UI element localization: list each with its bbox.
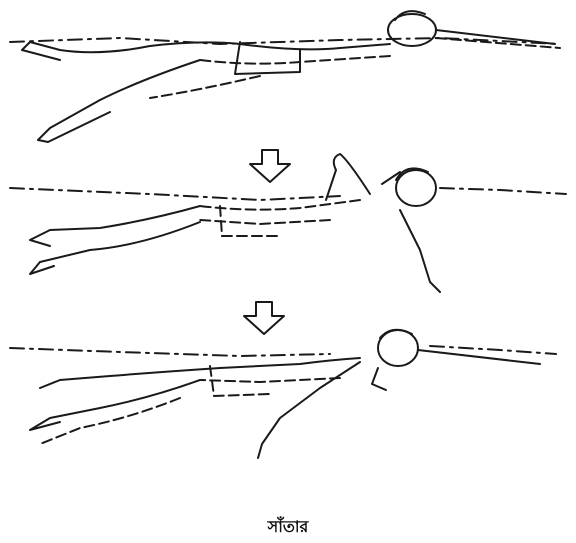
- waterline-1: [10, 38, 560, 44]
- swimmer-panel-2: [0, 150, 576, 310]
- swimmer-panel-3: [0, 318, 576, 478]
- waterline-3a: [10, 348, 330, 356]
- swimmer-head-2: [396, 170, 436, 206]
- waterline-2b: [440, 188, 566, 194]
- waterline-2a: [10, 188, 340, 200]
- figure-caption: সাঁতার: [0, 514, 576, 541]
- swimmer-panel-1: [0, 0, 576, 160]
